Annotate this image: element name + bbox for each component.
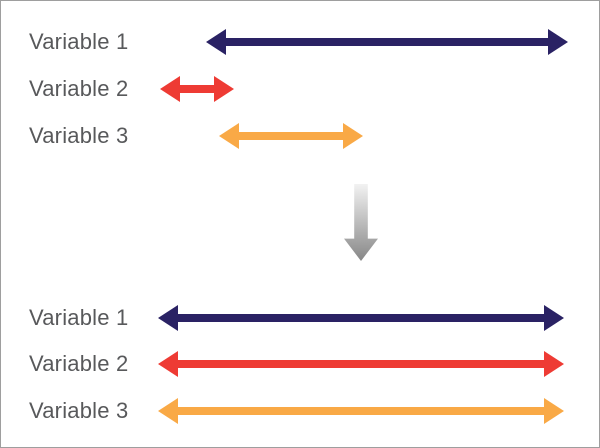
arrow-left-head-icon: [158, 398, 178, 424]
arrow-shaft: [235, 132, 347, 140]
arrow-right-head-icon: [343, 123, 363, 149]
arrow-shaft: [174, 360, 548, 368]
down-arrow-icon: [344, 184, 378, 261]
arrow-shaft: [222, 38, 552, 46]
variable-label-before-scaling: Variable 2: [29, 76, 129, 101]
arrow-left-head-icon: [206, 29, 226, 55]
arrow-left-head-icon: [219, 123, 239, 149]
range-arrow-after-scaling: [158, 351, 564, 377]
arrow-left-head-icon: [158, 351, 178, 377]
arrow-shaft: [174, 314, 548, 322]
arrow-right-head-icon: [544, 305, 564, 331]
arrow-right-head-icon: [548, 29, 568, 55]
range-arrow-before-scaling: [206, 29, 568, 55]
variable-label-after-scaling: Variable 1: [29, 305, 129, 330]
variable-label-after-scaling: Variable 3: [29, 398, 129, 423]
arrow-left-head-icon: [158, 305, 178, 331]
arrow-right-head-icon: [544, 398, 564, 424]
arrow-right-head-icon: [214, 76, 234, 102]
arrow-shaft: [174, 407, 548, 415]
variable-label-before-scaling: Variable 1: [29, 29, 129, 54]
variable-label-after-scaling: Variable 2: [29, 351, 129, 376]
range-arrow-after-scaling: [158, 305, 564, 331]
variable-label-before-scaling: Variable 3: [29, 123, 129, 148]
range-arrow-after-scaling: [158, 398, 564, 424]
arrow-left-head-icon: [160, 76, 180, 102]
arrow-right-head-icon: [544, 351, 564, 377]
arrow-shaft: [176, 85, 218, 93]
range-arrow-before-scaling: [219, 123, 363, 149]
range-arrow-before-scaling: [160, 76, 234, 102]
